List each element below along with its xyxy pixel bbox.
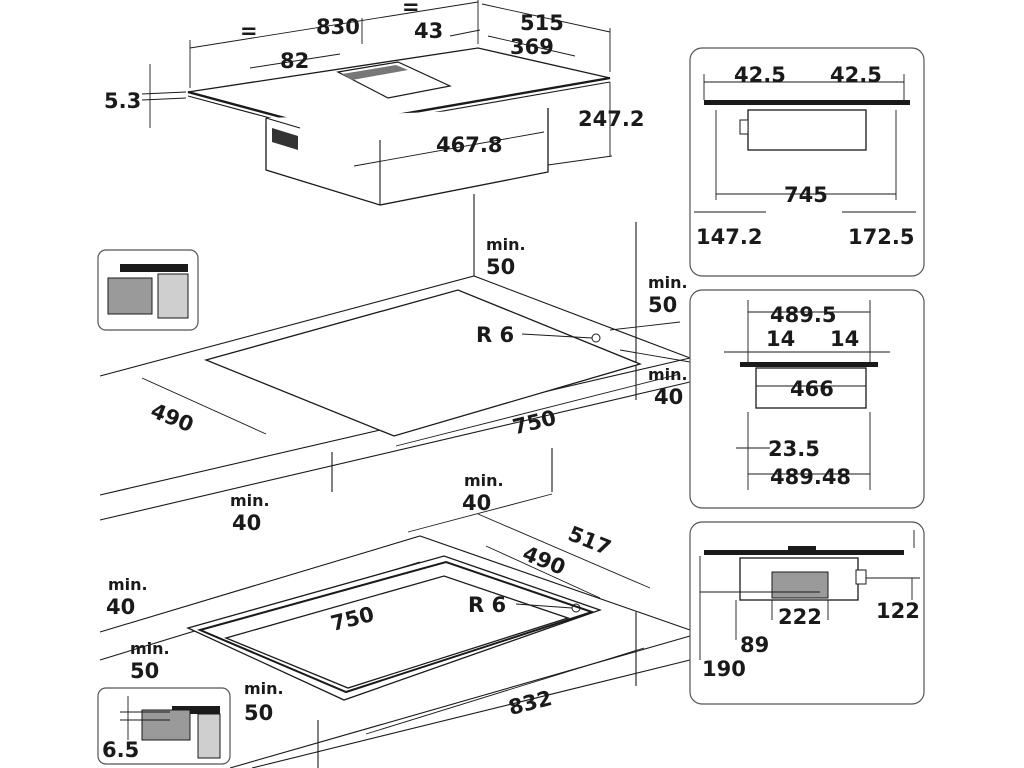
glass-thickness-label: 5.3 — [104, 89, 141, 113]
outer-width-832-label: 832 — [506, 686, 554, 720]
offset-190-label: 190 — [702, 657, 746, 681]
vent-offset-82-label: 82 — [280, 49, 309, 73]
right-inset-label: 42.5 — [830, 63, 882, 87]
right-offset-label: 172.5 — [848, 225, 914, 249]
min-side-value-2: 50 — [130, 659, 159, 683]
panel-side-view-c: 222 122 89 190 — [689, 521, 925, 705]
inner-depth-490-label: 490 — [519, 541, 569, 580]
min-back-value: 50 — [486, 255, 515, 279]
min-front-label-2: min. — [244, 679, 284, 698]
min-side-value: 50 — [648, 293, 677, 317]
left-inset-14-label: 14 — [766, 327, 795, 351]
min-front-value: 40 — [654, 385, 683, 409]
span-745-label: 745 — [784, 183, 828, 207]
min-bottom-label: min. — [230, 491, 270, 510]
symbol-flush-mount: 6.5 — [97, 687, 231, 765]
min-front-label: min. — [648, 365, 688, 384]
width-830-label: 830 — [316, 15, 360, 39]
right-inset-14-label: 14 — [830, 327, 859, 351]
hob-3d-view: = = 830 515 43 369 82 5.3 247.2 467.8 — [104, 0, 644, 206]
radius-label-2: R 6 — [468, 593, 506, 617]
equal-right-label: = — [402, 0, 420, 19]
panel-side-view-a: 42.5 42.5 745 147.2 172.5 — [689, 47, 925, 277]
height-247-label: 247.2 — [578, 107, 644, 131]
cutout-opening — [203, 289, 642, 437]
cutout-flush-mount: min. 40 517 490 750 R 6 832 min. 40 min.… — [99, 448, 691, 768]
min-back-label: min. — [486, 235, 526, 254]
module-222-label: 222 — [778, 605, 822, 629]
equal-left-label: = — [240, 19, 258, 43]
min-left-value: 40 — [106, 595, 135, 619]
radius-label: R 6 — [476, 323, 514, 347]
offset-43-label: 43 — [414, 19, 443, 43]
min-back-label-2: min. — [464, 471, 504, 490]
total-width-label: 489.48 — [770, 465, 851, 489]
min-side-label-2: min. — [130, 639, 170, 658]
flush-inner-cutout — [224, 575, 571, 689]
min-front-value-2: 50 — [244, 701, 273, 725]
cutout-top-mount: 490 750 R 6 min. 50 min. 50 min. 40 min.… — [99, 194, 691, 535]
symbol-top-mount — [97, 249, 199, 331]
left-offset-23-label: 23.5 — [768, 437, 820, 461]
min-side-label: min. — [648, 273, 688, 292]
body-width-466-label: 466 — [790, 377, 834, 401]
right-height-122-label: 122 — [876, 599, 920, 623]
depth-515-label: 515 — [520, 11, 564, 35]
left-offset-label: 147.2 — [696, 225, 762, 249]
min-left-label: min. — [108, 575, 148, 594]
vent-width-369-label: 369 — [510, 35, 554, 59]
offset-89-label: 89 — [740, 633, 769, 657]
recess-label: 6.5 — [102, 738, 139, 762]
top-width-label: 489.5 — [770, 303, 836, 327]
cutout-width-750-label: 750 — [510, 405, 558, 439]
motor-width-label: 467.8 — [436, 133, 502, 157]
min-bottom-value: 40 — [232, 511, 261, 535]
left-inset-label: 42.5 — [734, 63, 786, 87]
cutout-depth-490-label: 490 — [147, 398, 197, 437]
panel-side-view-b: 489.5 14 14 466 23.5 489.48 — [689, 289, 925, 509]
